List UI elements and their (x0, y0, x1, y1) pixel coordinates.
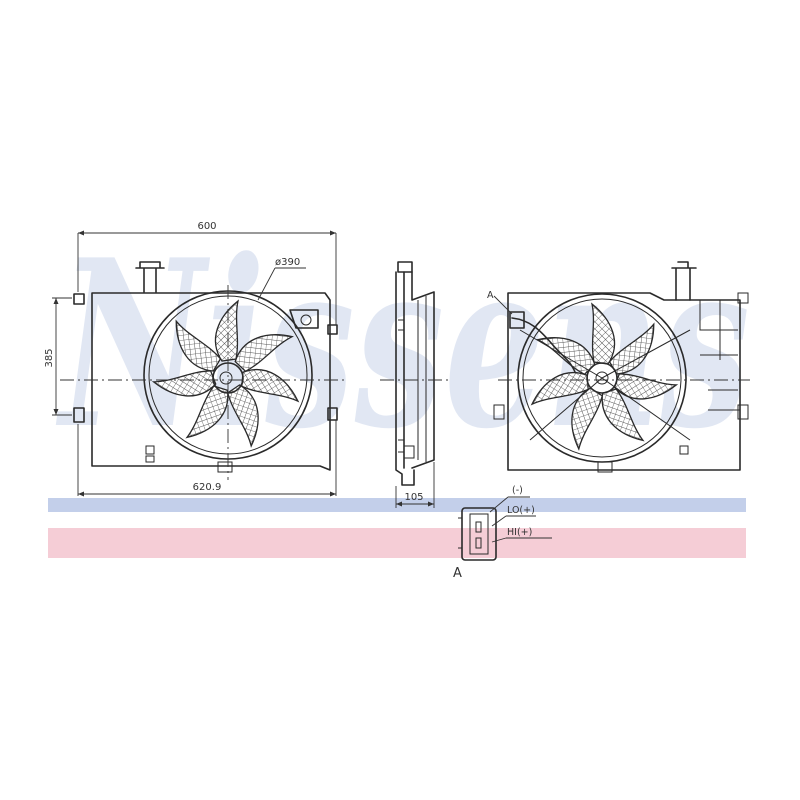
connector-detail: (-) LO(+) HI(+) A (453, 485, 552, 581)
bottom-width-label: 620.9 (193, 482, 222, 493)
detail-a-label: A (453, 566, 462, 581)
pin-low-label: LO(+) (507, 505, 535, 516)
blue-stripe (48, 498, 746, 512)
pin-ground-label: (-) (512, 485, 523, 496)
side-view: 105 (380, 261, 448, 508)
height-label: 385 (44, 348, 55, 367)
view-a-label: A (487, 290, 494, 301)
pink-stripe (48, 528, 746, 558)
front-view: 600 ø390 385 620.9 (44, 221, 345, 497)
rear-view: A (487, 261, 750, 473)
depth-label: 105 (404, 492, 423, 503)
pin-high-label: HI(+) (507, 527, 532, 538)
diameter-label: ø390 (275, 257, 300, 268)
top-width-label: 600 (197, 221, 216, 232)
